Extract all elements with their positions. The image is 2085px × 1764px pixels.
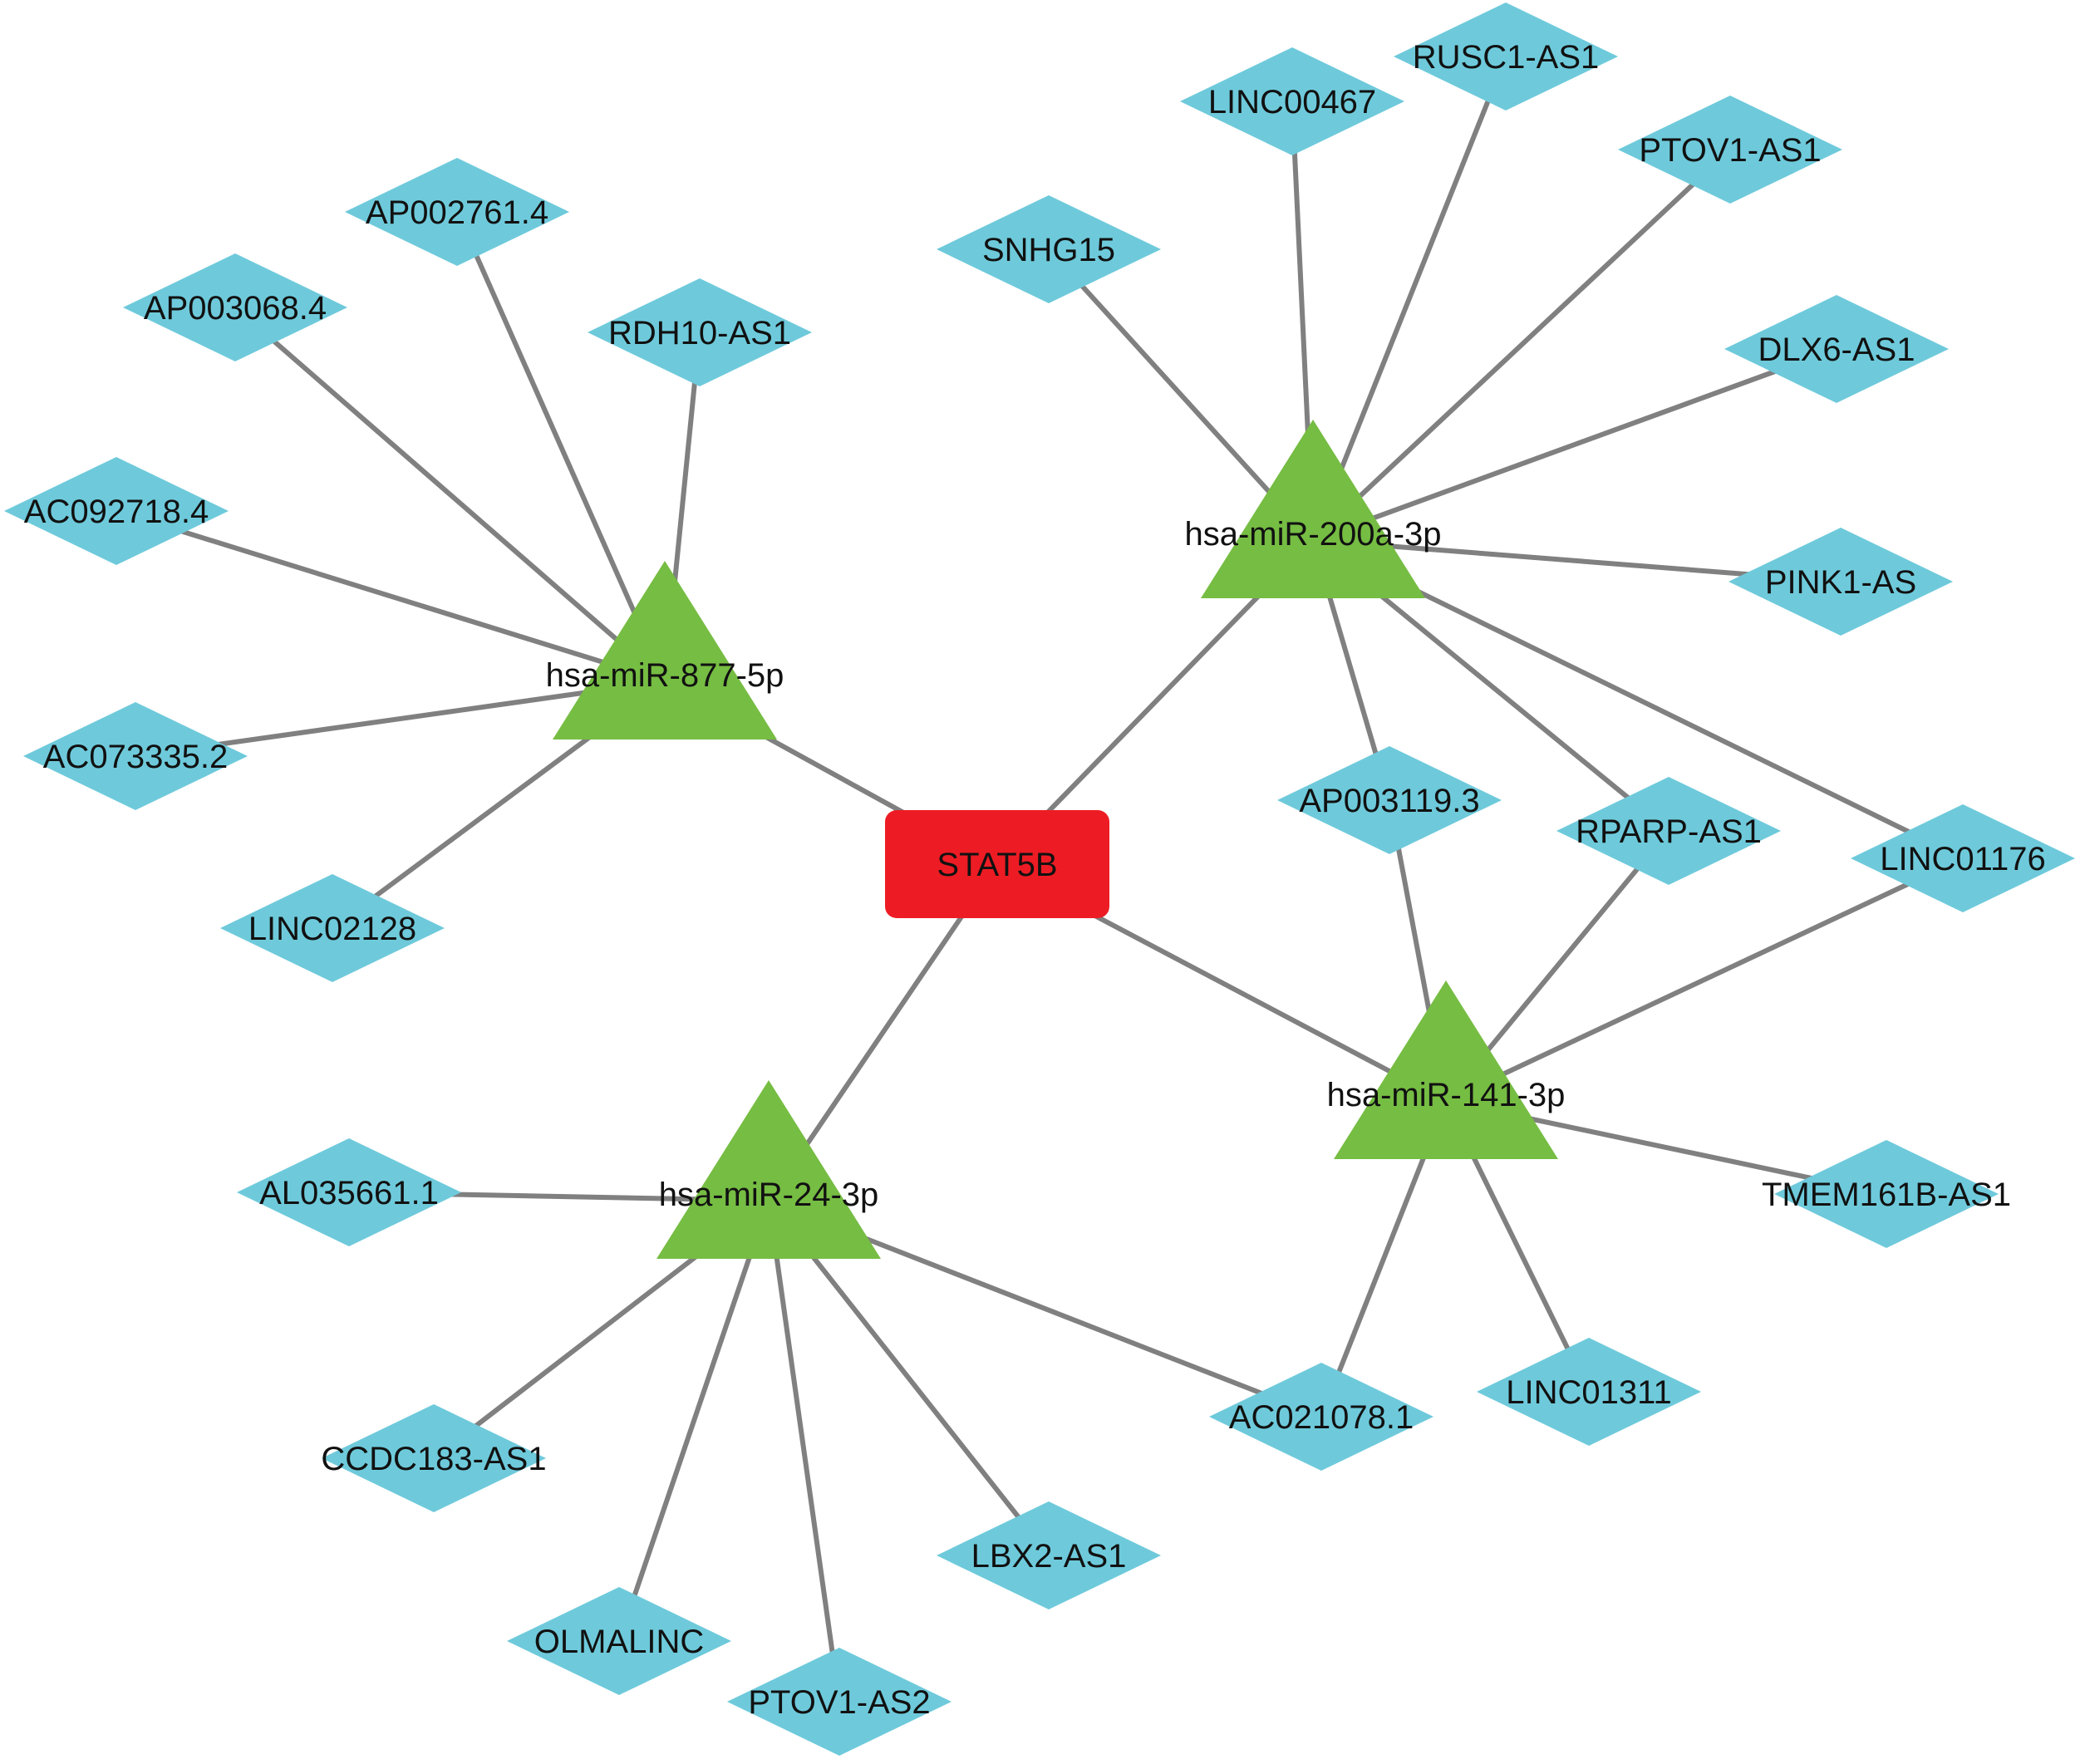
node-label: DLX6-AS1 <box>1758 332 1915 368</box>
diamond-shape <box>1851 804 2075 912</box>
lncrna-node-ac092718[interactable]: AC092718.4 <box>4 457 229 565</box>
mirna-node-m877[interactable]: hsa-miR-877-5p <box>546 561 784 740</box>
edge-m877-ac073335 <box>135 679 666 759</box>
lncrna-node-linc01311[interactable]: LINC01311 <box>1477 1338 1701 1446</box>
edge-m24-olmalinc <box>617 1200 771 1642</box>
edge-m877-ap002761 <box>455 210 667 683</box>
lncrna-node-rusc1[interactable]: RUSC1-AS1 <box>1394 2 1618 111</box>
lncrna-node-lbx2[interactable]: LBX2-AS1 <box>937 1501 1161 1609</box>
lncrna-node-pink1[interactable]: PINK1-AS <box>1728 528 1953 636</box>
node-label: LINC02128 <box>248 911 416 947</box>
triangle-shape <box>1334 980 1558 1159</box>
lncrna-node-olmalinc[interactable]: OLMALINC <box>507 1587 731 1695</box>
lncrna-node-tmem161b[interactable]: TMEM161B-AS1 <box>1762 1140 2011 1248</box>
diamond-shape <box>322 1404 546 1512</box>
node-label: OLMALINC <box>534 1624 705 1660</box>
lncrna-node-ac073335[interactable]: AC073335.2 <box>23 702 248 810</box>
lncrna-node-ac021078[interactable]: AC021078.1 <box>1209 1363 1433 1471</box>
edge-m141-linc01176 <box>1444 856 1965 1103</box>
diamond-shape <box>937 195 1161 303</box>
node-label: AC073335.2 <box>43 739 228 775</box>
diamond-shape <box>23 702 248 810</box>
node-label: CCDC183-AS1 <box>321 1441 546 1477</box>
diamond-shape <box>1180 47 1404 155</box>
lncrna-node-ptov1as1[interactable]: PTOV1-AS1 <box>1618 96 1842 204</box>
diamond-shape <box>1477 1338 1701 1446</box>
lncrna-node-linc02128[interactable]: LINC02128 <box>220 874 445 982</box>
node-label: SNHG15 <box>982 232 1115 268</box>
node-label: AL035661.1 <box>259 1175 439 1211</box>
edge-m200-dlx6 <box>1311 346 1838 543</box>
diamond-shape <box>123 253 347 361</box>
diamond-shape <box>1556 777 1781 885</box>
edge-m24-lbx2 <box>766 1199 1051 1557</box>
diamond-shape <box>937 1501 1161 1609</box>
hub-label: STAT5B <box>937 847 1057 883</box>
diamond-shape <box>1277 746 1502 854</box>
lncrna-node-al035661[interactable]: AL035661.1 <box>237 1138 461 1246</box>
node-label: TMEM161B-AS1 <box>1762 1177 2011 1213</box>
diamond-shape <box>237 1138 461 1246</box>
lncrna-node-linc01176[interactable]: LINC01176 <box>1851 804 2075 912</box>
edge-m24-ptov1as2 <box>766 1200 842 1703</box>
lncrna-node-rdh10[interactable]: RDH10-AS1 <box>588 278 812 386</box>
mirna-node-m24[interactable]: hsa-miR-24-3p <box>656 1080 881 1259</box>
diamond-shape <box>1724 295 1949 403</box>
node-label: AC092718.4 <box>24 494 209 530</box>
node-label: PINK1-AS <box>1765 564 1916 601</box>
node-label: AP003068.4 <box>144 290 327 327</box>
lncrna-node-ccdc183[interactable]: CCDC183-AS1 <box>321 1404 547 1512</box>
node-label: RUSC1-AS1 <box>1413 39 1600 76</box>
node-label: hsa-miR-200a-3p <box>1184 516 1441 553</box>
edge-m877-ap003068 <box>234 305 666 684</box>
edge-m200-rusc1 <box>1311 55 1508 542</box>
lncrna-node-ap003068[interactable]: AP003068.4 <box>123 253 347 361</box>
diamond-shape <box>507 1587 731 1695</box>
diamond-shape <box>220 874 445 982</box>
lncrna-node-snhg15[interactable]: SNHG15 <box>937 195 1161 303</box>
diamond-shape <box>4 457 229 565</box>
node-label: PTOV1-AS1 <box>1639 132 1821 169</box>
node-label: LINC01311 <box>1506 1374 1671 1411</box>
lncrna-node-linc00467[interactable]: LINC00467 <box>1180 47 1404 155</box>
diamond-shape <box>1209 1363 1433 1471</box>
node-label: AC021078.1 <box>1229 1399 1414 1436</box>
diamond-shape <box>1774 1140 1999 1248</box>
node-label: RDH10-AS1 <box>608 315 791 351</box>
lncrna-node-ap003119[interactable]: AP003119.3 <box>1277 746 1502 854</box>
lncrna-node-rparp[interactable]: RPARP-AS1 <box>1556 777 1781 885</box>
mirna-node-m141[interactable]: hsa-miR-141-3p <box>1327 980 1566 1159</box>
lncrna-node-dlx6[interactable]: DLX6-AS1 <box>1724 295 1949 403</box>
node-label: RPARP-AS1 <box>1576 813 1762 850</box>
node-label: AP002761.4 <box>366 194 548 231</box>
diamond-shape <box>588 278 812 386</box>
node-label: LBX2-AS1 <box>971 1538 1127 1575</box>
node-label: LINC01176 <box>1880 841 2045 877</box>
node-label: LINC00467 <box>1208 84 1376 120</box>
triangle-shape <box>656 1080 881 1259</box>
node-label: hsa-miR-877-5p <box>546 657 784 694</box>
node-label: hsa-miR-24-3p <box>659 1177 879 1213</box>
node-label: PTOV1-AS2 <box>748 1684 930 1721</box>
hub-rect <box>885 810 1109 918</box>
lncrna-node-ap002761[interactable]: AP002761.4 <box>345 158 569 266</box>
nodes-layer: AP002761.4AP003068.4RDH10-AS1AC092718.4A… <box>4 2 2075 1756</box>
hub-node-stat5b[interactable]: STAT5B <box>885 810 1109 918</box>
mirna-node-m200[interactable]: hsa-miR-200a-3p <box>1184 420 1442 598</box>
diamond-shape <box>1618 96 1842 204</box>
node-label: AP003119.3 <box>1299 783 1479 819</box>
diamond-shape <box>1728 528 1953 636</box>
diamond-shape <box>1394 2 1618 111</box>
lncrna-node-ptov1as2[interactable]: PTOV1-AS2 <box>727 1648 952 1756</box>
node-label: hsa-miR-141-3p <box>1327 1077 1566 1113</box>
edge-m877-ac092718 <box>116 509 666 684</box>
edge-m200-ptov1as1 <box>1311 147 1733 543</box>
triangle-shape <box>1201 420 1425 598</box>
triangle-shape <box>553 561 777 740</box>
diamond-shape <box>727 1648 952 1756</box>
diamond-shape <box>345 158 569 266</box>
